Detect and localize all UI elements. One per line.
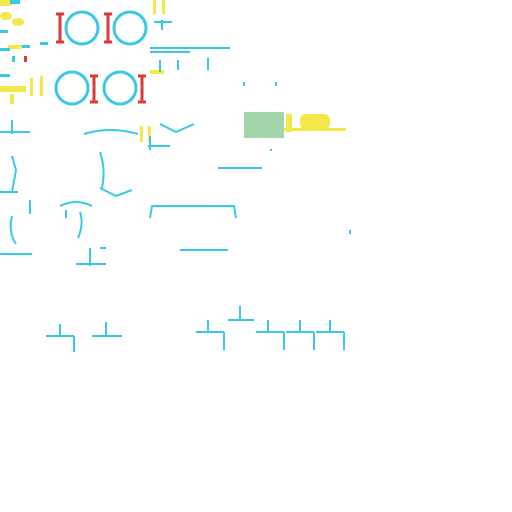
eye-pair-top	[56, 10, 148, 46]
eye-pair-middle	[54, 70, 146, 106]
green-swatch	[244, 112, 284, 138]
top-left-cluster	[0, 0, 48, 104]
cyan-line-fragments	[0, 20, 351, 352]
yellow-glyphs	[140, 0, 346, 142]
